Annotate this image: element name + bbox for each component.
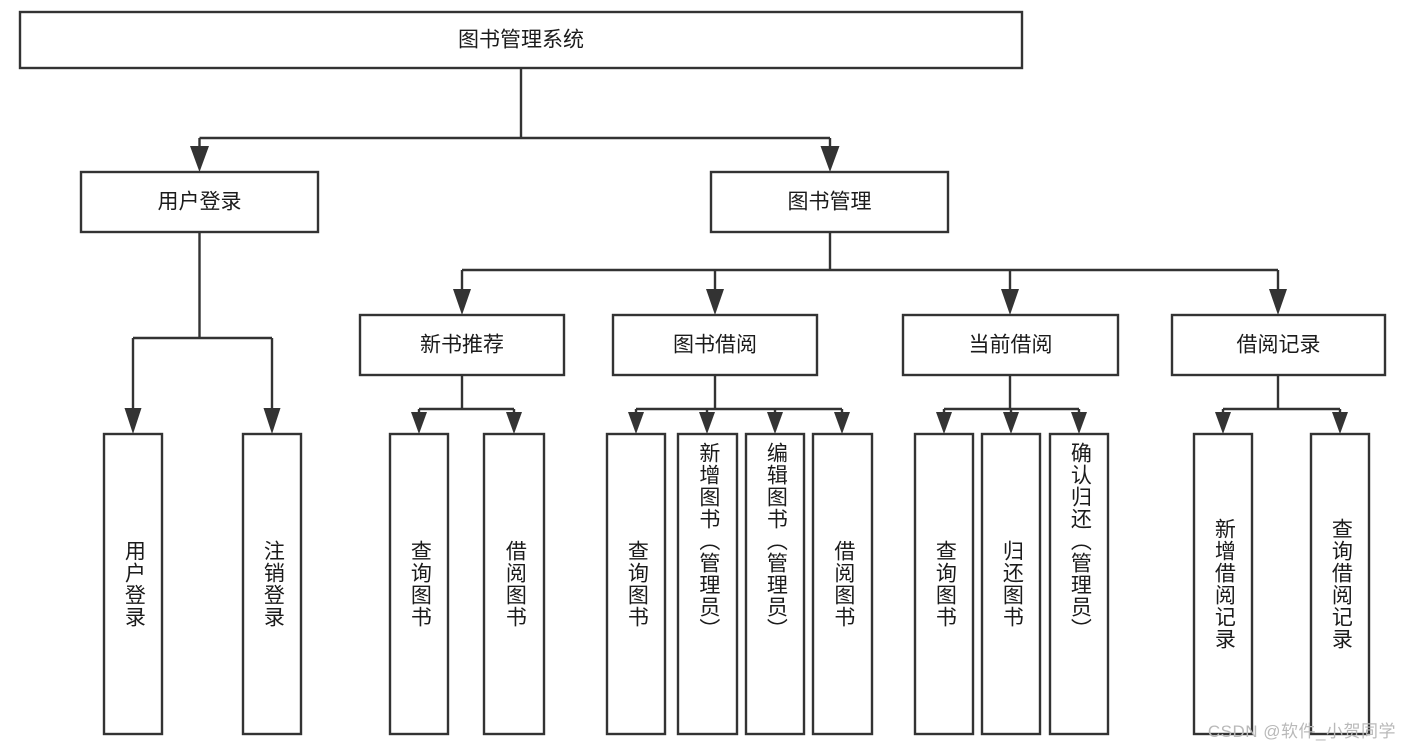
arrowhead-book-borrow xyxy=(706,289,724,315)
node-leaf-query-book-3-box[interactable] xyxy=(913,432,975,736)
node-borrow-record[interactable]: 借阅记录 xyxy=(1170,313,1387,377)
node-book-borrow-box[interactable] xyxy=(611,313,819,377)
node-current-borrow-label: 当前借阅 xyxy=(969,334,1053,357)
arrowhead-new-book-recommend xyxy=(453,289,471,315)
node-leaf-logout-login-box[interactable] xyxy=(241,432,303,736)
arrowhead-leaf-query-record xyxy=(1332,412,1348,434)
arrowhead-current-borrow xyxy=(1001,289,1019,315)
node-leaf-borrow-book-2-box[interactable] xyxy=(811,432,874,736)
node-book-manage-label: 图书管理 xyxy=(788,191,872,214)
arrowhead-leaf-borrow-book-2 xyxy=(834,412,850,434)
node-current-borrow-box[interactable] xyxy=(901,313,1120,377)
node-leaf-query-book-2-box[interactable] xyxy=(605,432,667,736)
node-leaf-user-login-box[interactable] xyxy=(102,432,164,736)
node-root-box[interactable] xyxy=(18,10,1024,70)
node-new-book-recommend[interactable]: 新书推荐 xyxy=(358,313,566,377)
node-root-label: 图书管理系统 xyxy=(458,29,584,52)
arrowhead-leaf-edit-book xyxy=(767,412,783,434)
node-current-borrow[interactable]: 当前借阅 xyxy=(901,313,1120,377)
node-leaf-query-record-box[interactable] xyxy=(1309,432,1371,736)
arrowhead-leaf-query-book-3 xyxy=(936,412,952,434)
node-borrow-record-box[interactable] xyxy=(1170,313,1387,377)
arrowhead-leaf-return-book xyxy=(1003,412,1019,434)
node-leaf-add-record-box[interactable] xyxy=(1192,432,1254,736)
arrowhead-user-login xyxy=(190,146,209,172)
node-book-manage-box[interactable] xyxy=(709,170,950,234)
node-user-login-label: 用户登录 xyxy=(158,191,242,214)
arrowhead-borrow-record xyxy=(1269,289,1287,315)
node-leaf-edit-book-box[interactable] xyxy=(744,432,806,736)
node-root[interactable]: 图书管理系统 xyxy=(18,10,1024,70)
leaf-box-layer xyxy=(102,432,1371,736)
node-borrow-record-label: 借阅记录 xyxy=(1237,334,1321,357)
node-user-login-box[interactable] xyxy=(79,170,320,234)
node-leaf-confirm-return-box[interactable] xyxy=(1048,432,1110,736)
node-book-manage[interactable]: 图书管理 xyxy=(709,170,950,234)
arrowhead-leaf-query-book-1 xyxy=(411,412,427,434)
node-user-login[interactable]: 用户登录 xyxy=(79,170,320,234)
arrowhead-leaf-user-login xyxy=(124,408,142,434)
arrowhead-leaf-logout-login xyxy=(263,408,281,434)
arrowhead-leaf-add-record xyxy=(1215,412,1231,434)
node-leaf-borrow-book-1-box[interactable] xyxy=(482,432,546,736)
node-new-book-recommend-label: 新书推荐 xyxy=(420,334,504,357)
arrowhead-leaf-confirm-return xyxy=(1071,412,1087,434)
arrowhead-leaf-query-book-2 xyxy=(628,412,644,434)
arrowhead-leaf-add-book xyxy=(699,412,715,434)
node-new-book-recommend-box[interactable] xyxy=(358,313,566,377)
arrowhead-leaf-borrow-book-1 xyxy=(506,412,522,434)
node-leaf-query-book-1-box[interactable] xyxy=(388,432,450,736)
node-leaf-add-book-box[interactable] xyxy=(676,432,739,736)
node-book-borrow[interactable]: 图书借阅 xyxy=(611,313,819,377)
node-book-borrow-label: 图书借阅 xyxy=(673,334,757,357)
node-leaf-return-book-box[interactable] xyxy=(980,432,1042,736)
connector-layer xyxy=(124,68,1348,434)
arrowhead-book-manage xyxy=(820,146,840,172)
